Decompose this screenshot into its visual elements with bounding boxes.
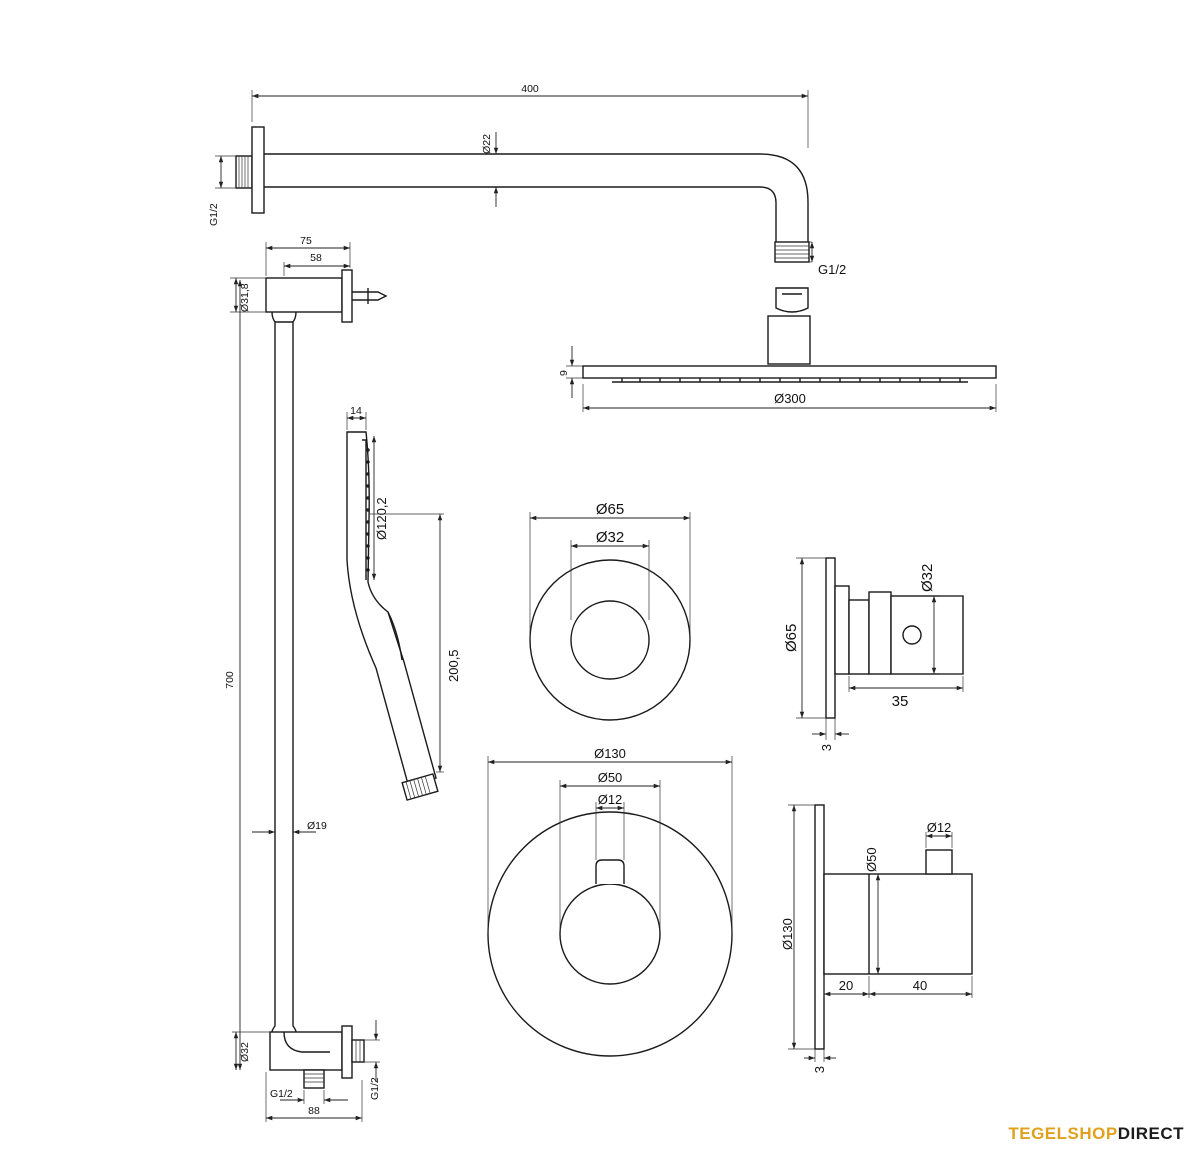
hand-face-diameter-label: Ø120,2 xyxy=(374,497,389,540)
brand-logo: TEGELSHOPDIRECT xyxy=(1008,1124,1184,1144)
shower-arm: 400 Ø22 G1/2 G1/2 9 Ø300 xyxy=(208,83,997,412)
rail-length-label: 700 xyxy=(224,671,236,689)
stop-side-rosette-label: Ø65 xyxy=(783,624,800,652)
thermo-side-body-label: Ø50 xyxy=(864,847,879,872)
thermo-rosette-diameter-label: Ø130 xyxy=(594,746,626,761)
wall-thread-label: G1/2 xyxy=(208,203,220,226)
arm-diameter-label: Ø22 xyxy=(481,134,493,154)
hand-length-label: 200,5 xyxy=(446,649,461,682)
thermo-body-diameter-label: Ø50 xyxy=(598,770,623,785)
stop-rosette-diameter-label: Ø65 xyxy=(596,501,624,518)
brand-part-2: DIRECT xyxy=(1117,1124,1184,1143)
hand-shower: 14 Ø120,2 200,5 xyxy=(346,405,461,801)
head-diameter-label: Ø300 xyxy=(774,391,806,406)
stop-knob-diameter-label: Ø32 xyxy=(596,529,624,546)
head-thickness-label: 9 xyxy=(558,370,570,376)
thermo-side-depth-b-label: 40 xyxy=(913,978,927,993)
outlet-thread-left-label: G1/2 xyxy=(270,1088,293,1100)
stop-side-plate-label: 3 xyxy=(819,744,834,751)
arm-outlet-thread-label: G1/2 xyxy=(818,262,846,277)
stop-valve-side: Ø65 Ø32 35 3 xyxy=(783,557,964,751)
brand-part-1: TEGELSHOP xyxy=(1008,1124,1118,1143)
bottom-width-label: 88 xyxy=(308,1105,320,1117)
slide-rail: 75 58 Ø31,8 700 Ø19 Ø32 G1/2 G1/2 88 xyxy=(224,235,388,1122)
bracket-bottom-diameter-label: Ø32 xyxy=(239,1042,251,1062)
outlet-thread-right-label: G1/2 xyxy=(369,1077,381,1100)
hand-thickness-label: 14 xyxy=(350,405,362,417)
bracket-top-diameter-label: Ø31,8 xyxy=(239,283,251,312)
thermostat-side: Ø12 Ø50 Ø130 20 40 3 xyxy=(780,804,973,1073)
stop-side-knob-label: Ø32 xyxy=(919,564,936,592)
thermo-side-depth-a-label: 20 xyxy=(839,978,853,993)
bracket-depth-inner-label: 58 xyxy=(310,252,322,264)
stop-side-depth-label: 35 xyxy=(892,693,909,710)
thermo-spindle-diameter-label: Ø12 xyxy=(598,792,623,807)
thermo-side-spindle-label: Ø12 xyxy=(927,820,952,835)
bracket-depth-outer-label: 75 xyxy=(300,235,312,247)
thermostat-front: Ø130 Ø50 Ø12 xyxy=(487,746,733,1057)
thermo-side-rosette-label: Ø130 xyxy=(780,918,795,950)
stop-valve-front: Ø65 Ø32 xyxy=(529,501,691,721)
thermo-side-plate-label: 3 xyxy=(812,1066,827,1073)
rail-diameter-label: Ø19 xyxy=(307,820,327,832)
arm-length-label: 400 xyxy=(521,83,539,95)
